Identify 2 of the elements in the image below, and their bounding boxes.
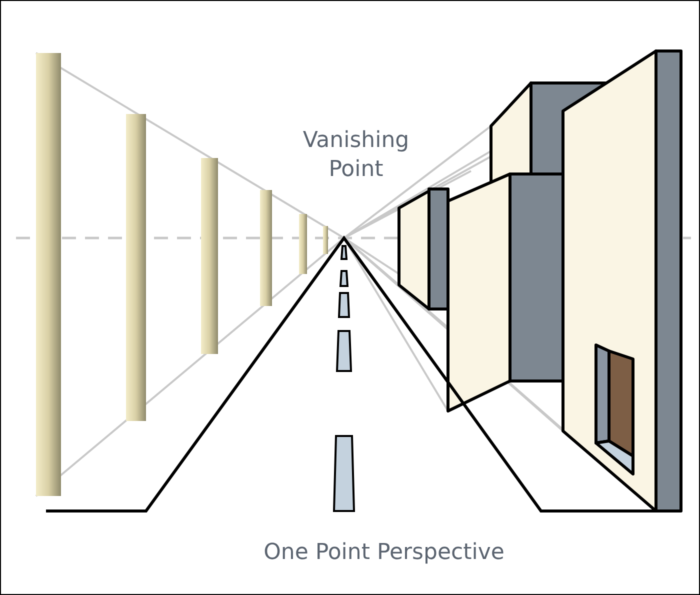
vanishing-point-label: Vanishing Point [302,127,410,184]
diagram-caption: One Point Perspective [262,539,506,567]
